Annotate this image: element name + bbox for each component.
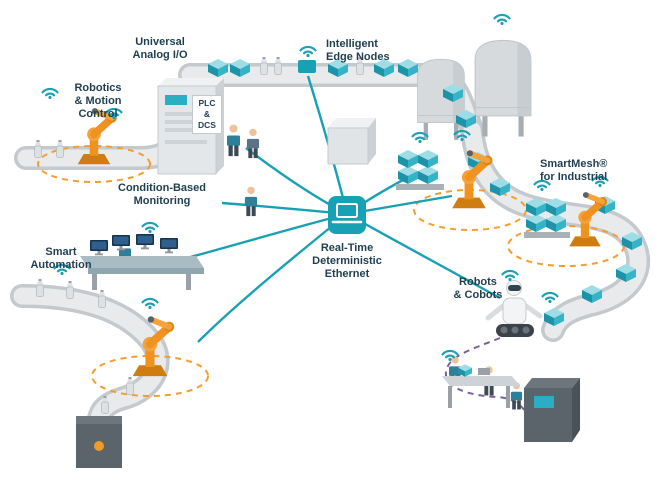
technician-floor	[244, 186, 258, 217]
label-intelligent-edge-nodes: Intelligent Edge Nodes	[326, 38, 390, 63]
label-smartmesh-for-industrial: SmartMesh® for Industrial	[540, 158, 608, 183]
robot-zone-left	[37, 145, 151, 183]
conveyor-items-top	[208, 57, 476, 128]
robot-zone-bottom-left	[91, 355, 209, 397]
pallet-silos	[396, 150, 444, 190]
label-smart-automation: Smart Automation	[30, 246, 92, 271]
worker-machine	[510, 382, 523, 410]
control-desk	[80, 234, 204, 290]
outfeed-machine	[76, 416, 122, 468]
wifi-icon	[299, 45, 317, 57]
label-universal-analog-io: Universal Analog I/O	[132, 36, 188, 61]
label-robots-cobots: Robots & Cobots	[453, 276, 503, 301]
cobot	[485, 280, 543, 337]
label-realtime-deterministic-ethernet: Real-Time Deterministic Ethernet	[312, 242, 382, 280]
factory-building	[327, 118, 376, 165]
wifi-icon	[141, 221, 159, 233]
assembly-machine	[524, 378, 580, 442]
ethernet-hub-icon	[328, 196, 366, 234]
wifi-icon	[141, 297, 159, 309]
label-plc-dcs: PLC & DCS	[192, 95, 222, 135]
work-table	[442, 364, 520, 408]
edge-node-device	[298, 60, 316, 73]
pallet-smartmesh	[524, 198, 570, 238]
wifi-icon	[541, 291, 559, 303]
technician-cabinet-1	[227, 124, 240, 157]
wifi-icon	[493, 13, 511, 25]
label-condition-based-monitoring: Condition-Based Monitoring	[118, 182, 206, 207]
label-robotics-motion-control: Robotics & Motion Control	[74, 82, 122, 120]
